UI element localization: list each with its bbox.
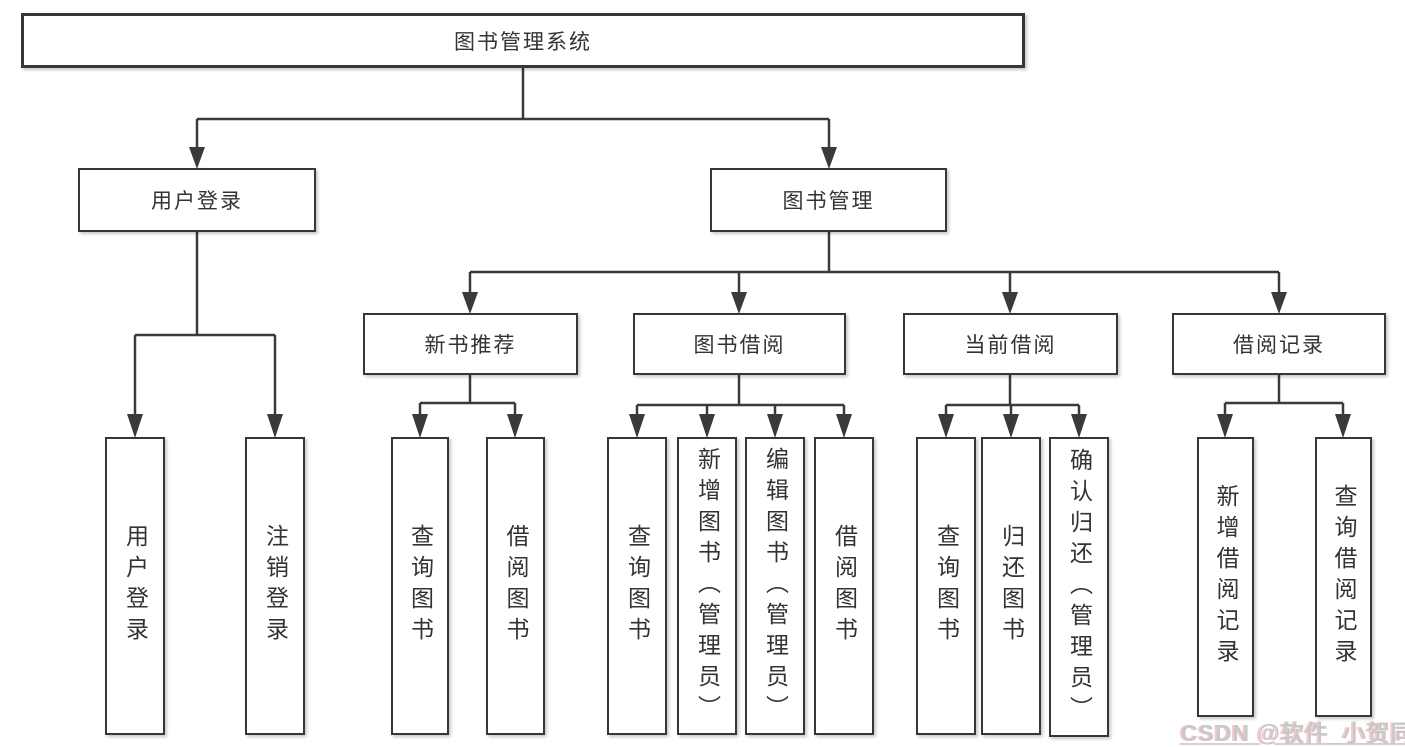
node-newbook-query-books-label: 查询图书 xyxy=(407,524,434,648)
node-records-query-record: 查询借阅记录 xyxy=(1315,437,1372,717)
node-borrowing-query-books: 查询图书 xyxy=(607,437,667,735)
node-current-confirm-return-admin-label: 确认归还（管理员） xyxy=(1066,447,1093,727)
node-borrowing-add-book-admin: 新增图书（管理员） xyxy=(677,437,737,735)
node-user-login-label: 用户登录 xyxy=(151,190,243,213)
node-user-login: 用户登录 xyxy=(78,168,316,232)
node-newbook-borrow-books: 借阅图书 xyxy=(486,437,545,735)
node-records-add-record-label: 新增借阅记录 xyxy=(1213,484,1239,670)
node-borrowing-edit-book-admin: 编辑图书（管理员） xyxy=(745,437,805,735)
node-new-book-recommend-label: 新书推荐 xyxy=(424,334,517,357)
node-newbook-borrow-books-label: 借阅图书 xyxy=(503,524,529,648)
node-leaf-logout-label: 注销登录 xyxy=(262,524,289,648)
node-book-borrowing-label: 图书借阅 xyxy=(693,334,786,357)
node-book-borrowing: 图书借阅 xyxy=(633,313,846,375)
node-current-borrowing-label: 当前借阅 xyxy=(964,334,1057,357)
node-borrow-records-label: 借阅记录 xyxy=(1233,334,1325,357)
node-current-query-books-label: 查询图书 xyxy=(933,524,960,648)
node-current-query-books: 查询图书 xyxy=(916,437,976,735)
node-leaf-user-login: 用户登录 xyxy=(105,437,165,735)
node-leaf-logout: 注销登录 xyxy=(245,437,305,735)
node-leaf-user-login-label: 用户登录 xyxy=(122,524,149,648)
node-new-book-recommend: 新书推荐 xyxy=(363,313,578,375)
node-current-return-books: 归还图书 xyxy=(981,437,1041,735)
node-current-return-books-label: 归还图书 xyxy=(998,524,1025,648)
node-borrowing-query-books-label: 查询图书 xyxy=(624,524,651,648)
node-book-management-label: 图书管理 xyxy=(782,190,875,213)
watermark: CSDN @软件_小贺同学 xyxy=(1181,720,1405,746)
node-root-label: 图书管理系统 xyxy=(454,30,592,54)
node-current-borrowing: 当前借阅 xyxy=(903,313,1118,375)
node-borrowing-add-book-admin-label: 新增图书（管理员） xyxy=(694,446,721,726)
node-root: 图书管理系统 xyxy=(21,13,1025,68)
node-borrow-records: 借阅记录 xyxy=(1172,313,1386,375)
node-current-confirm-return-admin: 确认归还（管理员） xyxy=(1049,437,1109,737)
node-book-management: 图书管理 xyxy=(710,168,947,232)
arrowheads xyxy=(127,147,1351,438)
node-records-query-record-label: 查询借阅记录 xyxy=(1331,484,1357,670)
node-records-add-record: 新增借阅记录 xyxy=(1197,437,1254,717)
node-borrowing-borrow-books-label: 借阅图书 xyxy=(831,524,858,648)
node-borrowing-edit-book-admin-label: 编辑图书（管理员） xyxy=(762,446,789,726)
node-borrowing-borrow-books: 借阅图书 xyxy=(814,437,874,735)
node-newbook-query-books: 查询图书 xyxy=(391,437,449,735)
